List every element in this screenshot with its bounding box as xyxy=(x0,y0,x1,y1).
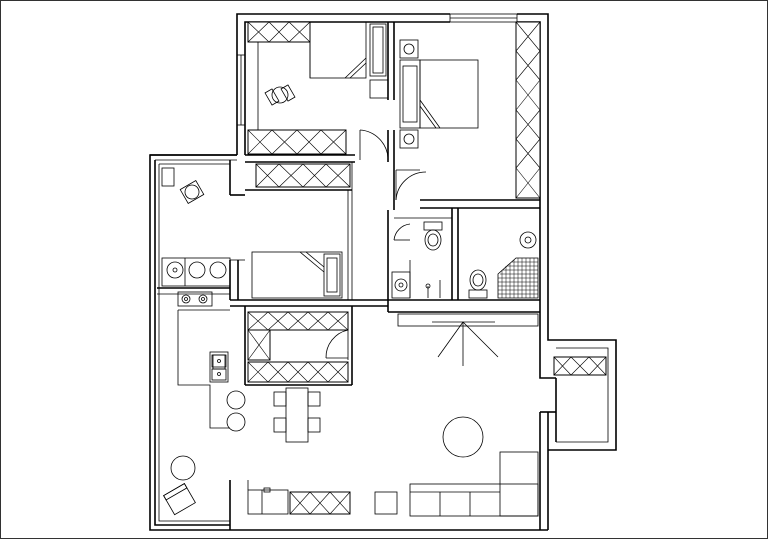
counter-top xyxy=(161,257,231,287)
wardrobes xyxy=(247,21,607,515)
desk-chair-nw xyxy=(264,84,296,106)
door-middle-bedroom xyxy=(325,329,349,360)
floor-drain-left xyxy=(425,283,431,298)
door-fan-lines xyxy=(437,321,499,366)
wardrobe-nw-top xyxy=(247,21,311,43)
furniture-west-balcony xyxy=(161,167,205,204)
furniture-nw-bedroom xyxy=(257,21,389,130)
door-ne-bedroom xyxy=(395,169,427,201)
toilet-right xyxy=(468,269,488,299)
lounge-chair xyxy=(163,483,196,516)
toilet-left xyxy=(423,221,443,251)
cabinet-bottom xyxy=(289,491,351,515)
dining-area xyxy=(226,387,321,443)
coffee-table xyxy=(442,416,484,458)
nightstand-ne-top xyxy=(399,39,419,59)
door-bathroom xyxy=(393,223,411,241)
dining-chair xyxy=(307,417,321,433)
bed-middle xyxy=(251,251,343,299)
nightstand-nw xyxy=(369,23,387,77)
living-area xyxy=(247,416,539,517)
side-table xyxy=(374,491,398,515)
lounge-corner xyxy=(163,455,196,516)
storage-east-balcony xyxy=(553,356,607,376)
wardrobe-nw-bottom xyxy=(247,129,347,155)
chair-balcony xyxy=(179,180,205,204)
dining-chair xyxy=(307,391,321,407)
furniture-ne-bedroom xyxy=(399,39,479,149)
wardrobe-corridor-left xyxy=(247,329,271,361)
tv-console xyxy=(247,487,289,515)
washbasin-left xyxy=(391,271,411,299)
bathroom-left xyxy=(391,221,443,299)
door-nw-bedroom xyxy=(359,129,389,160)
sliding-door-rail xyxy=(397,313,539,327)
bar-stool xyxy=(226,412,246,432)
bathroom-right xyxy=(468,231,539,299)
round-table xyxy=(170,455,196,481)
cooktop xyxy=(177,291,213,307)
wardrobe-corridor-bottom xyxy=(247,361,349,383)
wardrobe-corridor-top xyxy=(247,311,349,331)
furniture-middle-bedroom xyxy=(251,251,343,299)
bar-stool xyxy=(226,390,246,410)
interior-walls xyxy=(157,22,540,386)
headboard-ne xyxy=(399,59,421,129)
dining-chair xyxy=(273,391,287,407)
shower-tray xyxy=(497,257,539,299)
doors xyxy=(325,129,499,366)
dining-chair xyxy=(273,417,287,433)
washbasin-right xyxy=(519,231,537,249)
stove-burners xyxy=(166,261,227,279)
dining-table xyxy=(285,387,309,443)
nightstand-ne-bottom xyxy=(399,129,419,149)
kitchen xyxy=(161,257,231,429)
wardrobe-middle-top xyxy=(255,163,351,188)
wardrobe-ne-right xyxy=(515,21,541,199)
side-table-nw xyxy=(369,79,389,99)
bed-nw xyxy=(309,21,367,79)
sofa xyxy=(409,451,539,517)
exterior-walls xyxy=(149,13,617,531)
